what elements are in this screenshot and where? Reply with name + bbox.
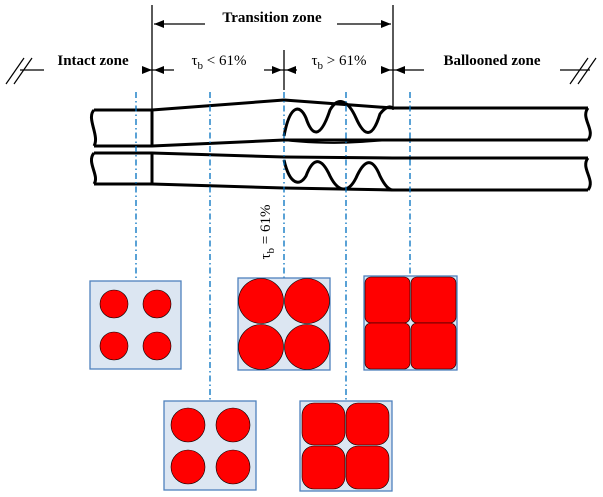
zone-axis: Intact zone τb < 61% τb > 61% Ballooned … <box>5 50 597 90</box>
cell-at-threshold <box>237 277 331 371</box>
fiber-deformed <box>301 402 346 446</box>
break-mark-right <box>569 57 597 85</box>
fiber-circle <box>170 449 206 485</box>
fiber-deformed <box>410 322 457 370</box>
cell-above-threshold <box>299 400 393 492</box>
cell-intact <box>89 280 182 370</box>
fiber-circle <box>284 324 330 370</box>
fiber-circle <box>238 324 284 370</box>
tau-above-label: τb > 61% <box>312 53 367 72</box>
fiber-circle <box>238 278 284 324</box>
fiber-circle <box>99 289 129 319</box>
fiber-deformed <box>364 322 411 370</box>
ballooned-zone-label: Ballooned zone <box>443 53 540 69</box>
fiber-deformed <box>364 276 411 324</box>
tau-threshold-label: τb = 61% <box>258 205 277 260</box>
fiber-deformed <box>345 402 390 446</box>
cell-ballooned <box>363 275 458 371</box>
fiber-circle <box>215 407 251 443</box>
fiber-circle <box>170 407 206 443</box>
intact-zone-label: Intact zone <box>57 53 129 69</box>
fiber-deformed <box>345 445 390 490</box>
fiber-circle <box>99 331 129 361</box>
guide-lines <box>135 92 411 402</box>
fiber-deformed <box>301 445 346 490</box>
tau-below-label: τb < 61% <box>192 53 247 72</box>
break-mark-left <box>5 57 33 85</box>
fiber-deformed <box>410 276 457 324</box>
fiber-circle <box>284 278 330 324</box>
fiber-circle <box>215 449 251 485</box>
tube-wall <box>89 98 592 192</box>
transition-zone-header: Transition zone <box>151 5 394 110</box>
fiber-circle <box>142 331 172 361</box>
cell-below-threshold <box>163 400 257 491</box>
transition-zone-label: Transition zone <box>222 10 322 26</box>
fiber-circle <box>142 289 172 319</box>
